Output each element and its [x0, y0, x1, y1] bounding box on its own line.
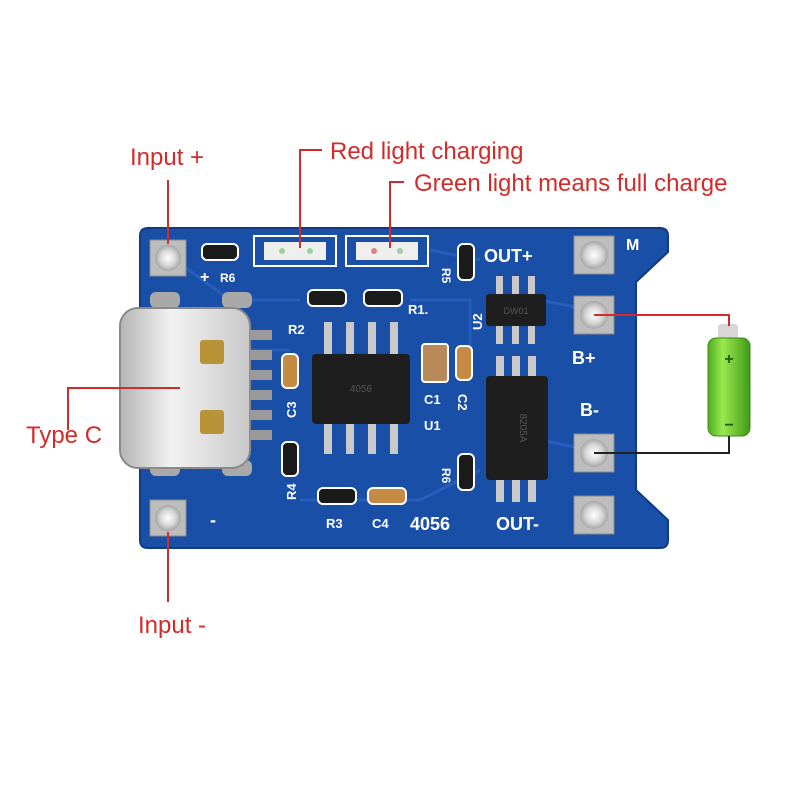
leader-lines — [67, 149, 730, 602]
leader-red-light — [299, 149, 322, 248]
silk-r5: R5 — [439, 268, 453, 284]
smd-r3 — [317, 487, 357, 505]
usb-c-port-icon — [119, 292, 272, 476]
ic-fet-8205a — [486, 356, 548, 502]
smd-r1 — [363, 289, 403, 307]
silk-b-minus: B- — [580, 400, 599, 420]
silk-r6: R6 — [220, 271, 236, 285]
led-red-charging — [253, 235, 337, 267]
smd-c1 — [421, 343, 449, 383]
ic-u2 — [486, 276, 546, 344]
smd-c4 — [367, 487, 407, 505]
silk-c3: C3 — [284, 401, 299, 418]
silk-u1: U1 — [424, 418, 441, 433]
silk-m: M — [626, 237, 639, 254]
leader-b-minus — [594, 436, 730, 454]
ic-u1 — [312, 322, 410, 454]
ic-u1-marking: 4056 — [350, 384, 373, 395]
smd-r4 — [281, 441, 299, 477]
leader-b-plus — [594, 314, 730, 326]
silk-r3: R3 — [326, 516, 343, 531]
leader-green-light — [389, 181, 404, 248]
label-input-plus: Input + — [130, 144, 205, 171]
silk-c4: C4 — [372, 516, 389, 531]
silk-minus-sign: - — [210, 510, 216, 530]
smd-r2 — [307, 289, 347, 307]
leader-type-c — [67, 387, 180, 430]
label-red-light: Red light charging — [330, 138, 524, 165]
label-green-light: Green light means full charge — [414, 170, 728, 197]
silk-u2: U2 — [470, 313, 485, 330]
label-input-minus: Input - — [138, 612, 207, 639]
silk-plus-sign: + — [200, 269, 209, 286]
silk-chip-model: 4056 — [410, 514, 450, 534]
silk-r6-lower: R6 — [439, 468, 453, 484]
silk-out-plus: OUT+ — [484, 246, 533, 266]
ic-fet-marking: 8205A — [517, 414, 528, 443]
silk-r1: R1. — [408, 302, 428, 317]
label-type-c: Type C — [26, 422, 103, 449]
pad-out-plus — [573, 235, 615, 275]
svg-text:−: − — [724, 417, 733, 434]
smd-c2 — [455, 345, 473, 381]
smd-r5 — [457, 243, 475, 281]
silk-c1: C1 — [424, 392, 441, 407]
battery-icon: + − — [707, 324, 751, 437]
ic-u2-marking: DW01 — [503, 306, 528, 316]
silk-b-plus: B+ — [572, 348, 596, 368]
smd-c3 — [281, 353, 299, 389]
pad-input-minus — [149, 499, 187, 537]
svg-text:+: + — [724, 351, 733, 368]
silk-r4: R4 — [284, 483, 299, 500]
silk-c2: C2 — [455, 394, 470, 411]
silk-r2: R2 — [288, 322, 305, 337]
pad-input-plus — [149, 239, 187, 277]
led-green-full — [345, 235, 429, 267]
smd-r6 — [201, 243, 239, 261]
silk-out-minus: OUT- — [496, 514, 539, 534]
pad-out-minus — [573, 495, 615, 535]
smd-r6-lower — [457, 453, 475, 491]
